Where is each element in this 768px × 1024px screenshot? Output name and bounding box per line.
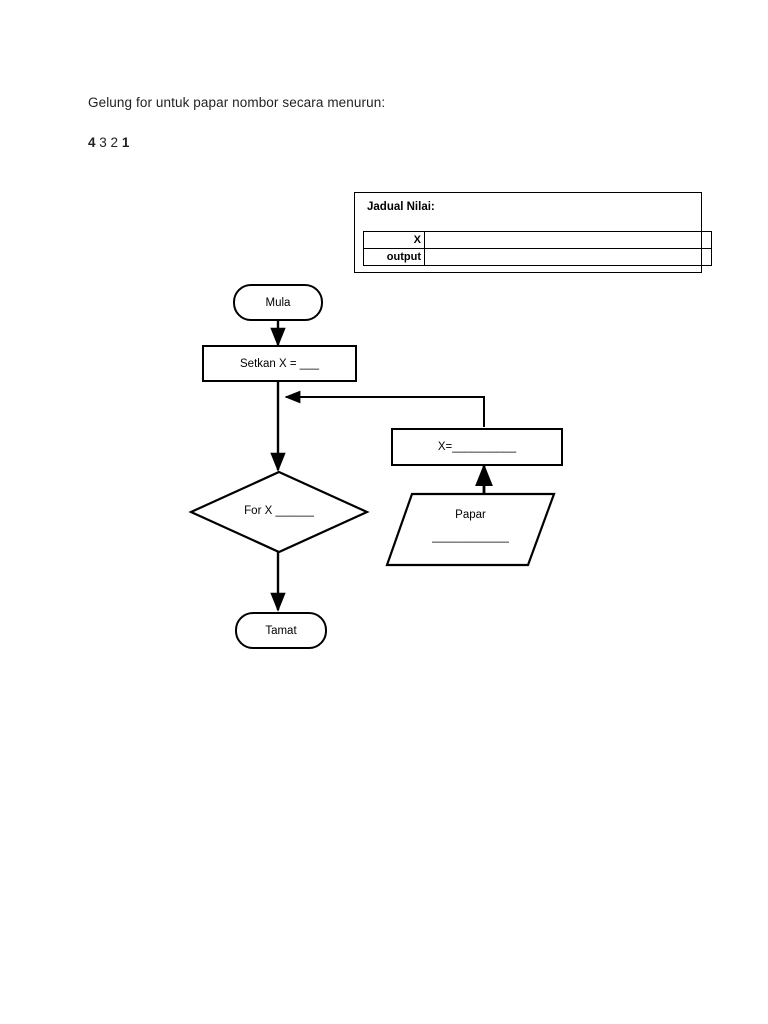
sequence-middle: 3 2 bbox=[99, 135, 119, 150]
flowchart-node-assign-x-label: X=__________ bbox=[437, 441, 517, 453]
flowchart-node-set-x-label: Setkan X = ___ bbox=[240, 357, 319, 370]
flowchart-node-start-label: Mula bbox=[265, 296, 291, 309]
value-table: Jadual Nilai: X output bbox=[354, 192, 712, 273]
flowchart-node-decision-label: For X ______ bbox=[244, 505, 314, 517]
table-row-label: output bbox=[363, 248, 425, 266]
flowchart-node-print-label: Papar bbox=[455, 509, 486, 521]
flowchart-node-print: Papar ____________ bbox=[387, 505, 554, 549]
flowchart-node-set-x: Setkan X = ___ bbox=[202, 345, 357, 382]
flowchart-node-start: Mula bbox=[233, 284, 323, 321]
flowchart-node-end: Tamat bbox=[235, 612, 327, 649]
sequence-first: 4 bbox=[88, 135, 96, 150]
table-row-label: X bbox=[363, 231, 425, 249]
number-sequence: 4 3 2 1 bbox=[88, 135, 129, 150]
sequence-last: 1 bbox=[121, 135, 130, 150]
table-row: output bbox=[363, 248, 712, 266]
value-table-title: Jadual Nilai: bbox=[367, 201, 435, 213]
value-table-grid: X output bbox=[363, 231, 712, 266]
table-row: X bbox=[363, 231, 712, 249]
flowchart-node-assign-x: X=__________ bbox=[391, 428, 563, 466]
flowchart-node-print-blank: ____________ bbox=[432, 530, 509, 543]
table-row-value bbox=[424, 231, 712, 249]
page-heading: Gelung for untuk papar nombor secara men… bbox=[88, 95, 386, 110]
flowchart-node-end-label: Tamat bbox=[265, 624, 297, 637]
table-row-value bbox=[424, 248, 712, 266]
